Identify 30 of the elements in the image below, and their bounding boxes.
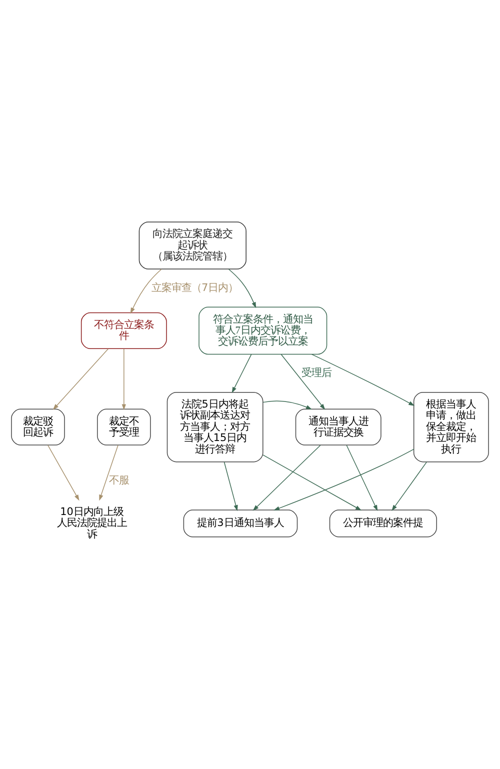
arrow <box>262 400 312 410</box>
node-box: 提前3日通知当事人 <box>183 510 298 538</box>
arrow <box>252 444 321 511</box>
node-box: 符合立案条件，通知当事人7日内交诉讼费，交诉讼费后予以立案 <box>198 306 328 355</box>
arrow <box>228 268 256 308</box>
arrow <box>311 354 415 406</box>
node-box: 公开审理的案件提 <box>329 510 437 538</box>
node-text: 10日内向上级人民法院提出上诉 <box>56 506 127 540</box>
arrow <box>130 268 162 314</box>
arrow <box>392 462 427 511</box>
arrow <box>99 444 118 501</box>
node-box: 不符合立案条件 <box>80 312 167 349</box>
arrow <box>224 462 238 512</box>
arrow <box>47 444 80 501</box>
node-box: 法院5日内将起诉状副本送达对方当事人；对方当事人15日内进行答辩 <box>166 392 264 462</box>
arrow <box>122 348 126 410</box>
node-box: 向法院立案庭递交起诉状 （属该法院管辖） <box>138 222 246 270</box>
node-box: 裁定不予受理 <box>97 408 151 446</box>
arrow <box>346 444 378 511</box>
edge-label: 不服 <box>109 474 130 487</box>
arrow <box>262 454 362 511</box>
node-box: 通知当事人进行证据交换 <box>295 408 382 446</box>
arrow <box>274 448 414 510</box>
edge-label: 立案审查（7日内） <box>152 282 238 294</box>
arrow <box>232 354 252 394</box>
arrow <box>52 348 109 410</box>
node-box: 根据当事人申请，做出保全裁定，并立即开始执行 <box>413 392 489 462</box>
arrow <box>280 354 326 410</box>
node-box: 裁定驳回起诉 <box>11 408 65 446</box>
edge-label: 受理后 <box>301 367 332 380</box>
